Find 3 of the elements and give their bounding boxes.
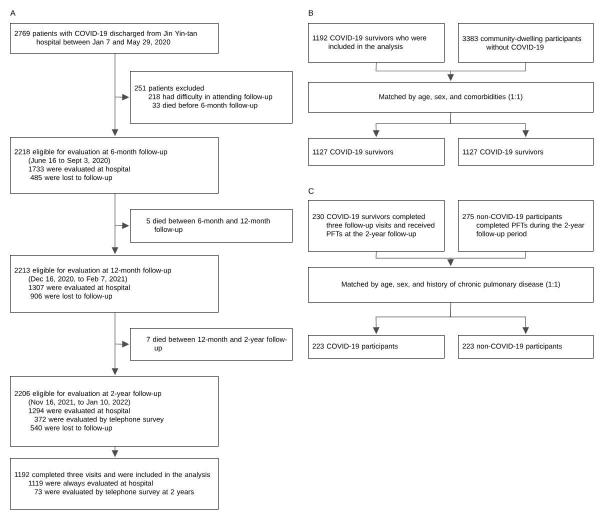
panel-label: C xyxy=(308,188,314,194)
panel-label: B xyxy=(308,10,314,16)
panel-label: A xyxy=(10,10,16,16)
